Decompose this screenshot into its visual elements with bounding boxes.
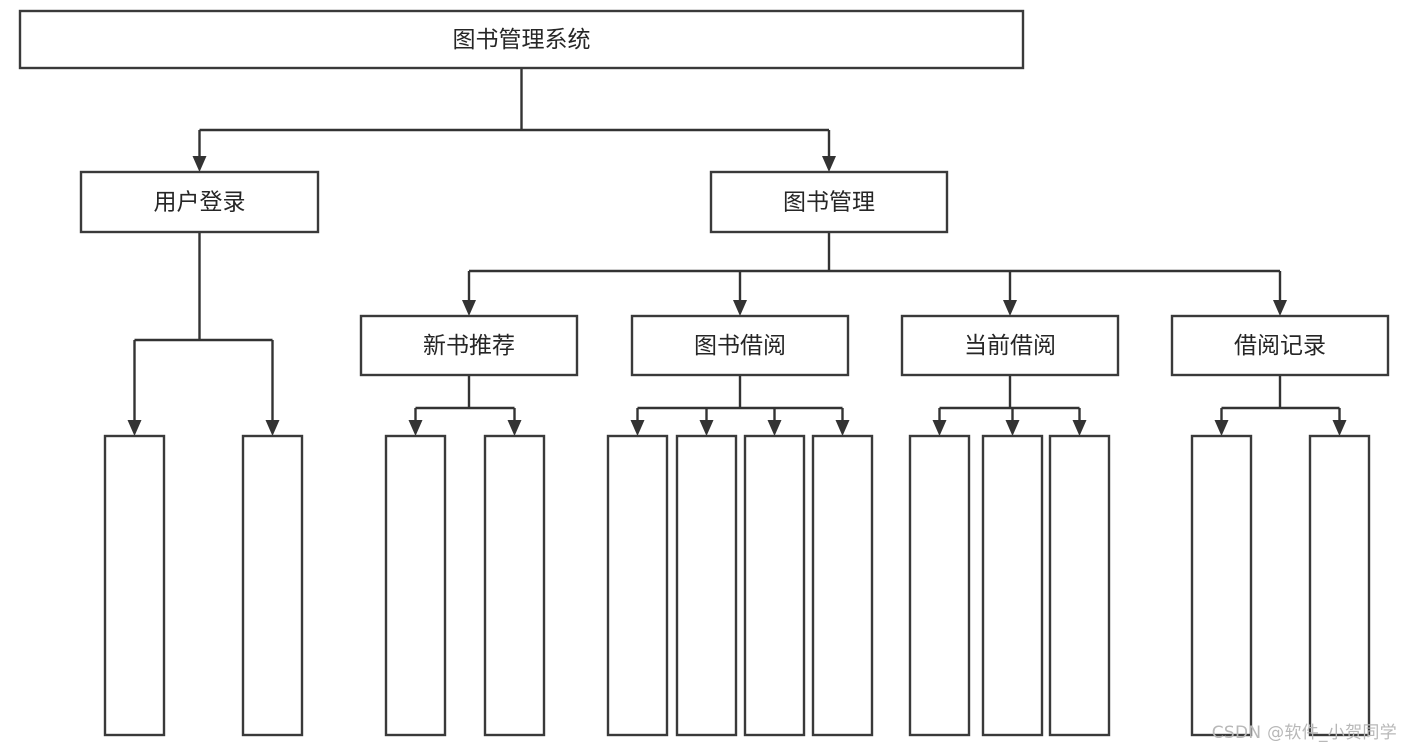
leaf-8-leaf-query-book-3[interactable]	[908, 434, 971, 737]
node-book-management-label: 图书管理	[783, 190, 875, 216]
node-new-book-recommend-box[interactable]	[359, 314, 579, 377]
leaf-12-leaf-query-record[interactable]	[1308, 434, 1371, 737]
node-book-borrow[interactable]: 图书借阅	[630, 314, 850, 377]
br-arrow-1	[1332, 420, 1347, 436]
leaf-4-leaf-query-book-2-box[interactable]	[606, 434, 669, 737]
leaf-8-leaf-query-book-3-box[interactable]	[908, 434, 971, 737]
leaf-12-leaf-query-record-box[interactable]	[1308, 434, 1371, 737]
leaf-4-leaf-query-book-2[interactable]	[606, 434, 669, 737]
bb-arrow-0	[630, 420, 645, 436]
node-current-borrow-label: 当前借阅	[964, 333, 1056, 359]
node-book-borrow-label: 图书借阅	[694, 333, 786, 359]
ul-to-leaves-arrow-1	[265, 420, 280, 436]
leaf-3-leaf-borrow-book-1-box[interactable]	[483, 434, 546, 737]
leaf-0-leaf-user-login-box[interactable]	[103, 434, 166, 737]
leaf-9-leaf-return-book[interactable]	[981, 434, 1044, 737]
node-new-book-recommend-label: 新书推荐	[423, 333, 515, 359]
node-borrow-record[interactable]: 借阅记录	[1170, 314, 1390, 377]
connectors-layer	[127, 68, 1347, 436]
leaf-0-leaf-user-login[interactable]	[103, 434, 166, 737]
node-new-book-recommend[interactable]: 新书推荐	[359, 314, 579, 377]
cb-arrow-0	[932, 420, 947, 436]
root-to-l2-arrow-1	[822, 156, 836, 172]
leaf-3-leaf-borrow-book-1[interactable]	[483, 434, 546, 737]
nbr-arrow-1	[507, 420, 522, 436]
bm-to-l3-arrow-1	[733, 300, 747, 316]
cb-arrow-1	[1005, 420, 1020, 436]
bm-to-l3-arrow-3	[1273, 300, 1287, 316]
leaf-1-leaf-logout-login[interactable]	[241, 434, 304, 737]
bb-arrow-1	[699, 420, 714, 436]
leaf-5-leaf-add-book[interactable]	[675, 434, 738, 737]
leaf-2-leaf-query-book-1-box[interactable]	[384, 434, 447, 737]
node-user-login[interactable]: 用户登录	[79, 170, 320, 234]
bm-to-l3-arrow-2	[1003, 300, 1017, 316]
node-book-management[interactable]: 图书管理	[709, 170, 949, 234]
nbr-arrow-0	[408, 420, 423, 436]
leaf-11-leaf-add-record[interactable]	[1190, 434, 1253, 737]
root-to-l2-arrow-0	[192, 156, 207, 172]
leaf-7-leaf-borrow-book-2-box[interactable]	[811, 434, 874, 737]
node-current-borrow[interactable]: 当前借阅	[900, 314, 1120, 377]
br-arrow-0	[1214, 420, 1229, 436]
bb-arrow-3	[835, 420, 850, 436]
root-node-label: 图书管理系统	[453, 27, 591, 53]
leaf-10-leaf-confirm-return-box[interactable]	[1048, 434, 1111, 737]
leaf-2-leaf-query-book-1[interactable]	[384, 434, 447, 737]
leaf-7-leaf-borrow-book-2[interactable]	[811, 434, 874, 737]
bm-to-l3-arrow-0	[462, 300, 476, 316]
node-user-login-label: 用户登录	[154, 190, 246, 216]
node-book-borrow-box[interactable]	[630, 314, 850, 377]
bb-arrow-2	[767, 420, 782, 436]
root-node[interactable]: 图书管理系统	[18, 9, 1025, 70]
leaf-6-leaf-edit-book[interactable]	[743, 434, 806, 737]
node-book-management-box[interactable]	[709, 170, 949, 234]
node-borrow-record-box[interactable]	[1170, 314, 1390, 377]
leaf-1-leaf-logout-login-box[interactable]	[241, 434, 304, 737]
ul-to-leaves-arrow-0	[127, 420, 142, 436]
leaf-5-leaf-add-book-box[interactable]	[675, 434, 738, 737]
leaf-11-leaf-add-record-box[interactable]	[1190, 434, 1253, 737]
root-node-box[interactable]	[18, 9, 1025, 70]
node-borrow-record-label: 借阅记录	[1234, 333, 1326, 359]
leaf-9-leaf-return-book-box[interactable]	[981, 434, 1044, 737]
leaf-6-leaf-edit-book-box[interactable]	[743, 434, 806, 737]
node-current-borrow-box[interactable]	[900, 314, 1120, 377]
leaf-10-leaf-confirm-return[interactable]	[1048, 434, 1111, 737]
node-user-login-box[interactable]	[79, 170, 320, 234]
cb-arrow-2	[1072, 420, 1087, 436]
watermark-label: CSDN @软件_小贺同学	[1211, 723, 1397, 743]
